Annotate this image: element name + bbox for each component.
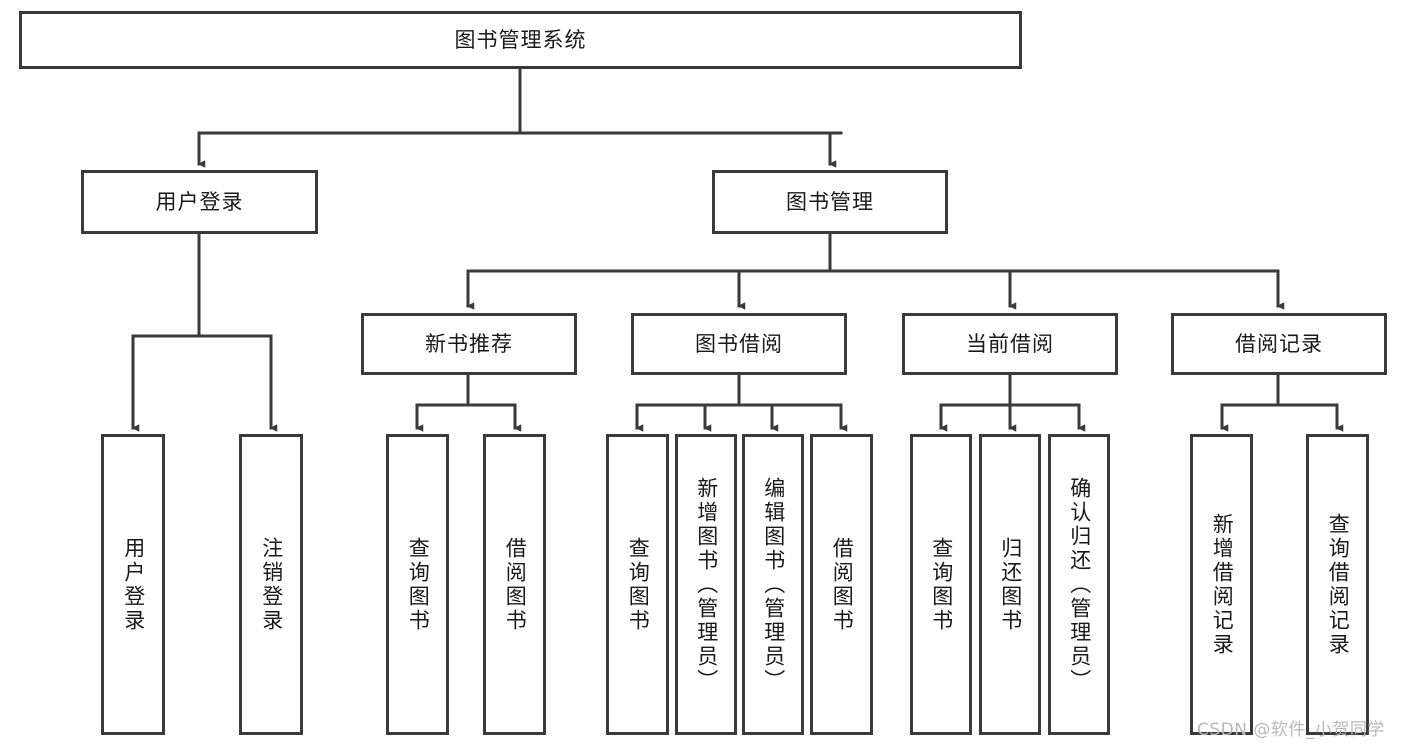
node-label: 查询图书	[626, 536, 651, 633]
node-label: 查询借阅记录	[1326, 512, 1351, 657]
node-label: 查询图书	[929, 536, 954, 633]
node-book-borrow[interactable]: 图书借阅	[631, 313, 847, 375]
node-label: 借阅记录	[1235, 331, 1323, 356]
node-borrow-record[interactable]: 借阅记录	[1171, 313, 1387, 375]
node-new-book-recommend[interactable]: 新书推荐	[361, 313, 577, 375]
csdn-watermark: CSDN @软件_小贺同学	[1197, 720, 1385, 740]
node-label: 图书借阅	[695, 331, 783, 356]
leaf-user-login-logout[interactable]: 注销登录	[239, 434, 303, 735]
leaf-book-borrow-edit-book-admin[interactable]: 编辑图书（管理员）	[742, 434, 804, 735]
leaf-book-borrow-borrow-book[interactable]: 借阅图书	[810, 434, 873, 735]
node-current-borrow[interactable]: 当前借阅	[902, 313, 1118, 375]
leaf-user-login-login[interactable]: 用户登录	[101, 434, 165, 735]
leaf-new-book-query-book[interactable]: 查询图书	[386, 434, 449, 735]
node-label: 注销登录	[259, 536, 284, 633]
leaf-new-book-borrow-book[interactable]: 借阅图书	[483, 434, 546, 735]
node-label: 归还图书	[998, 536, 1023, 633]
node-book-management[interactable]: 图书管理	[712, 170, 948, 234]
node-label: 借阅图书	[503, 536, 528, 633]
node-label: 图书管理系统	[454, 27, 587, 52]
node-label: 编辑图书（管理员）	[761, 476, 786, 693]
leaf-book-borrow-query-book[interactable]: 查询图书	[606, 434, 669, 735]
node-label: 用户登录	[121, 536, 146, 633]
node-label: 当前借阅	[966, 331, 1054, 356]
leaf-current-borrow-confirm-return-admin[interactable]: 确认归还（管理员）	[1048, 434, 1110, 735]
node-label: 新增图书（管理员）	[694, 476, 719, 693]
node-label: 用户登录	[155, 189, 244, 214]
node-label: 图书管理	[786, 189, 874, 214]
node-label: 新书推荐	[425, 331, 513, 356]
leaf-borrow-record-add-record[interactable]: 新增借阅记录	[1190, 434, 1253, 735]
node-root-book-management-system[interactable]: 图书管理系统	[19, 11, 1022, 69]
node-label: 确认归还（管理员）	[1067, 476, 1092, 693]
node-user-login[interactable]: 用户登录	[81, 170, 318, 234]
leaf-current-borrow-return-book[interactable]: 归还图书	[979, 434, 1041, 735]
leaf-book-borrow-add-book-admin[interactable]: 新增图书（管理员）	[675, 434, 737, 735]
node-label: 查询图书	[406, 536, 431, 633]
node-label: 借阅图书	[830, 536, 855, 633]
leaf-borrow-record-query-record[interactable]: 查询借阅记录	[1306, 434, 1369, 735]
node-label: 新增借阅记录	[1210, 512, 1235, 657]
leaf-current-borrow-query-book[interactable]: 查询图书	[910, 434, 972, 735]
